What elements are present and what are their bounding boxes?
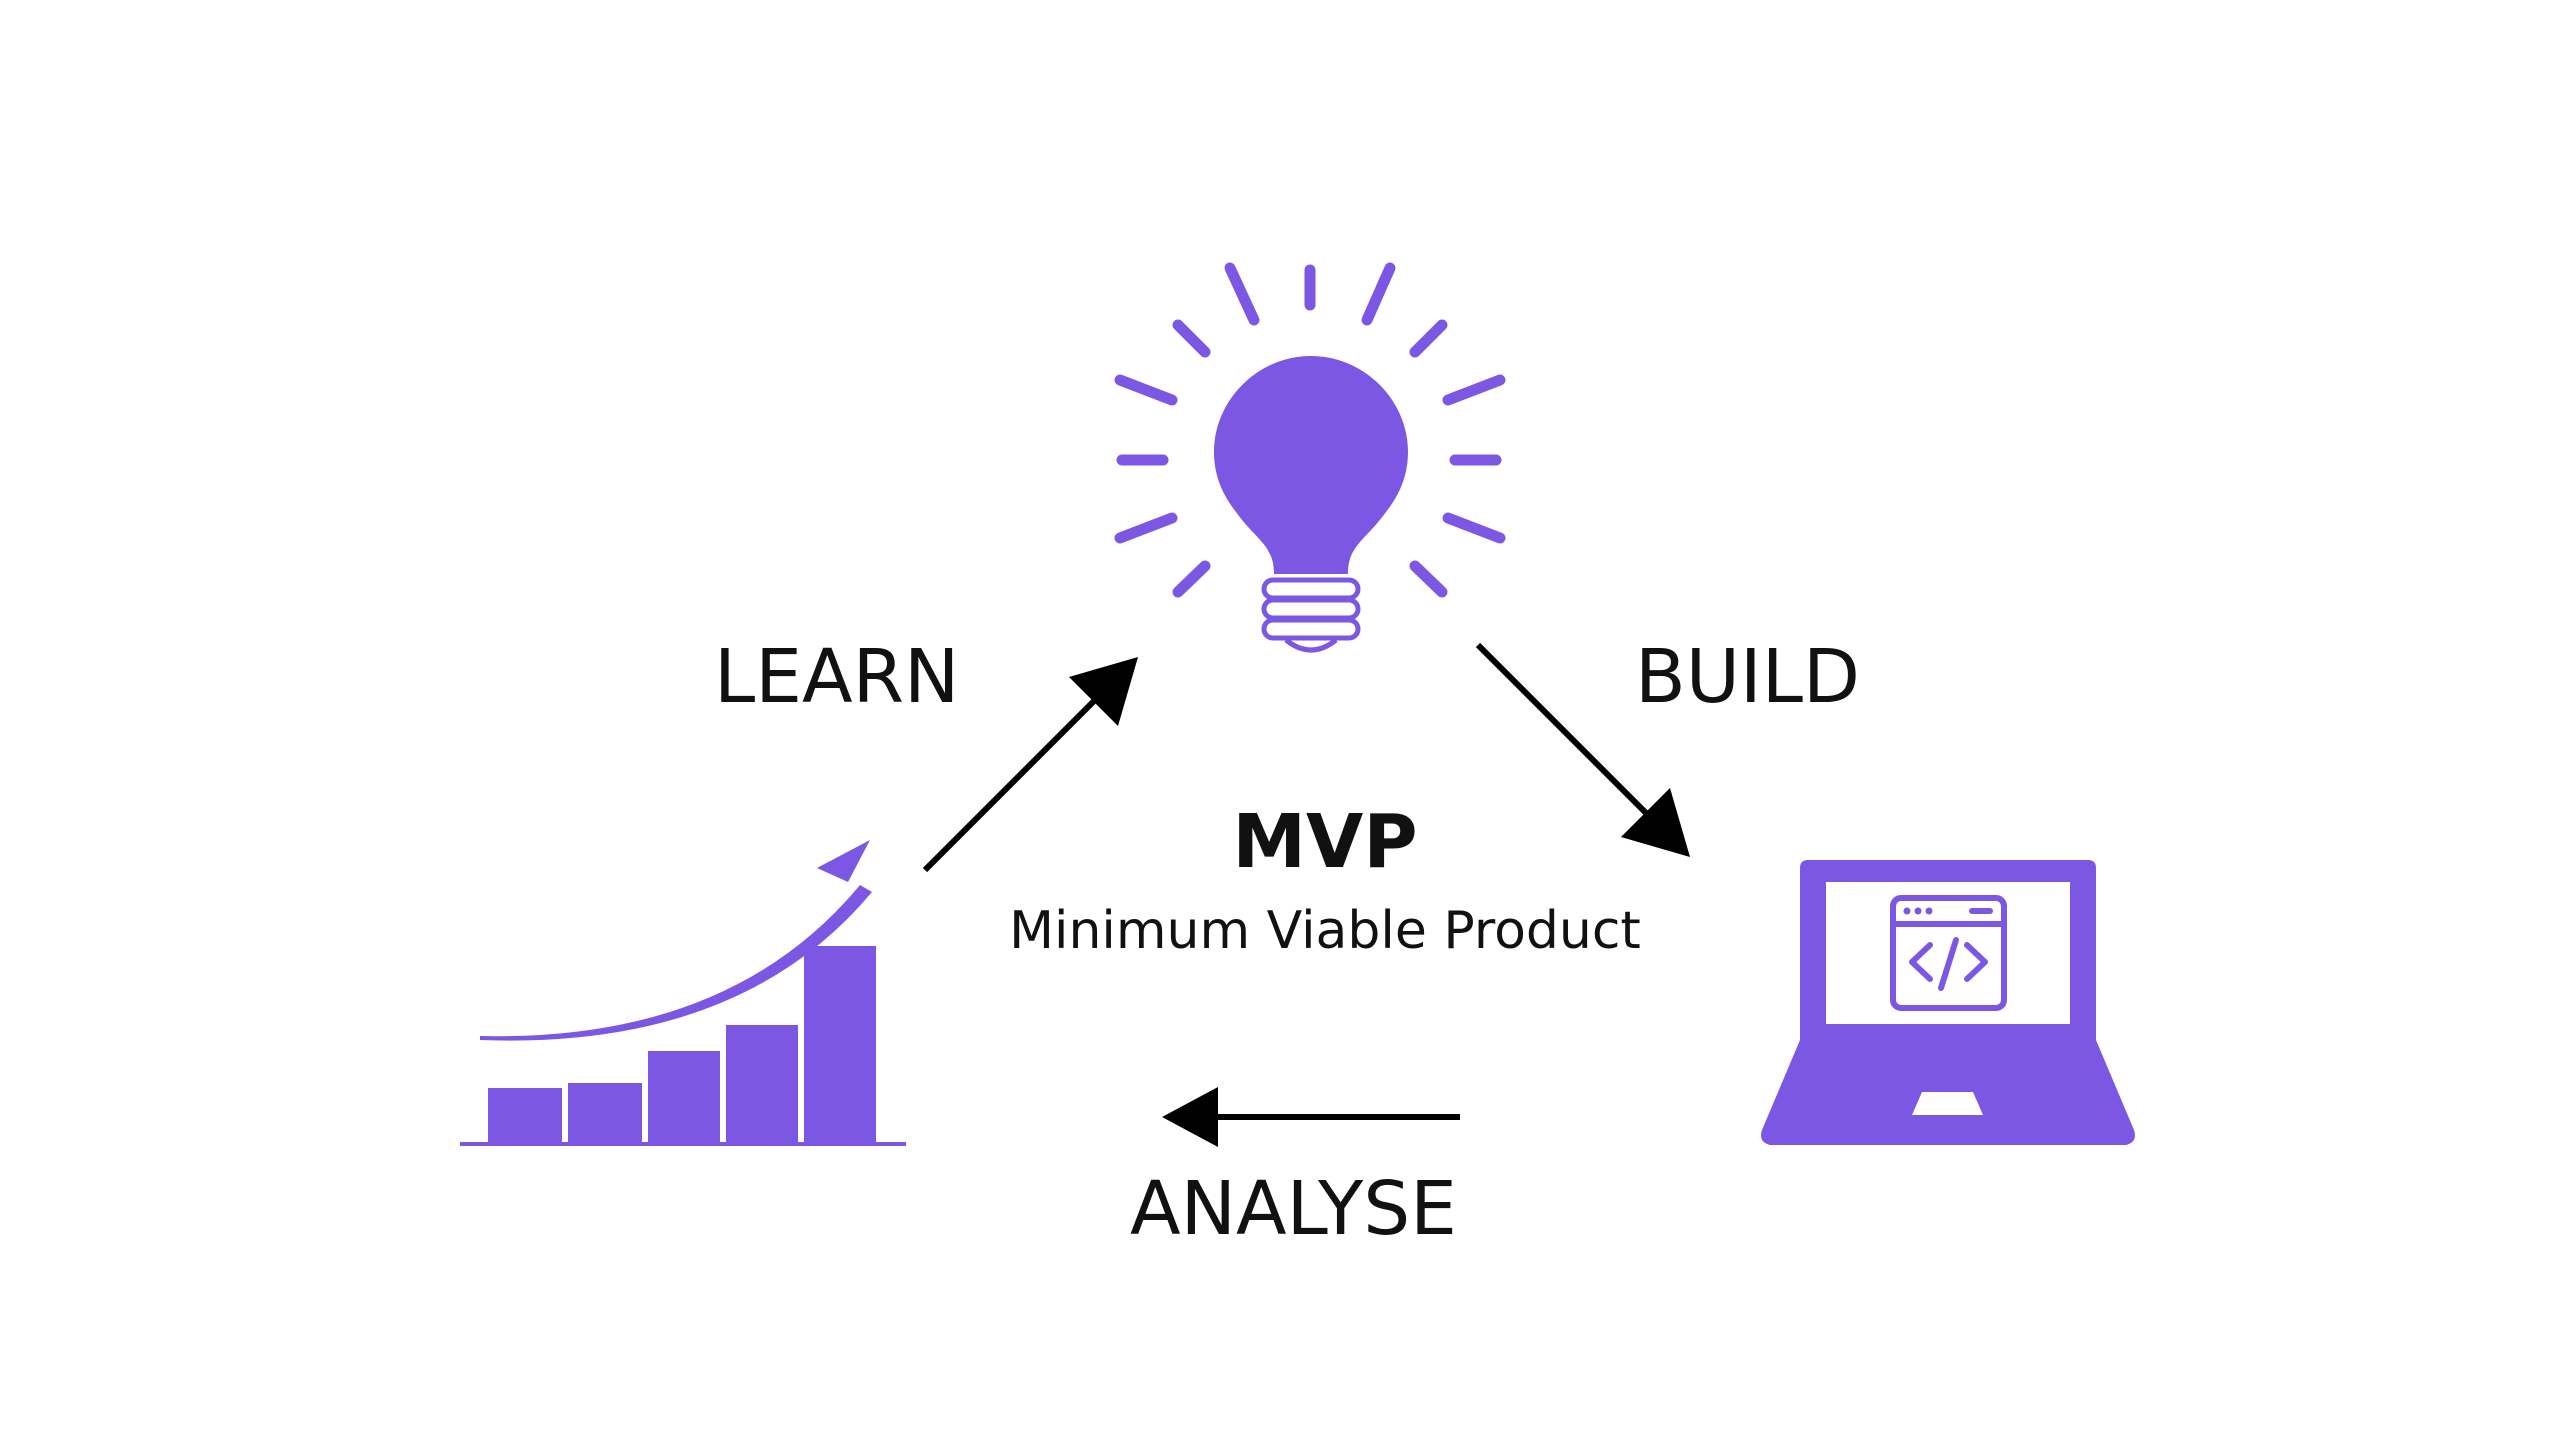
laptop-code-icon	[1761, 860, 2135, 1145]
laptop-screen-frame	[1800, 860, 2096, 1040]
bulb-glass	[1214, 356, 1408, 574]
chart-bar	[648, 1051, 720, 1142]
light-rays	[1114, 262, 1506, 598]
growth-chart-icon	[460, 840, 906, 1146]
code-window-icon	[1890, 895, 2007, 1011]
arrow-learn	[922, 657, 1138, 873]
arrow-analyse	[1162, 1087, 1460, 1147]
laptop-base	[1761, 1040, 2135, 1145]
lightbulb-icon	[1114, 262, 1506, 653]
center-subtitle: Minimum Viable Product	[1009, 901, 1641, 961]
arrow-build	[1475, 642, 1690, 857]
chart-bar	[804, 946, 876, 1142]
step-label-analyse: ANALYSE	[1130, 1166, 1457, 1252]
bulb-base	[1261, 577, 1361, 653]
growth-arrowhead	[817, 840, 870, 882]
chart-bar	[726, 1025, 798, 1142]
chart-bar	[568, 1083, 642, 1142]
step-label-build: BUILD	[1635, 634, 1860, 720]
chart-bar	[488, 1088, 562, 1142]
step-label-learn: LEARN	[714, 634, 960, 720]
center-title: MVP	[1232, 799, 1418, 885]
growth-curve	[480, 885, 872, 1041]
chart-baseline	[460, 1142, 906, 1146]
